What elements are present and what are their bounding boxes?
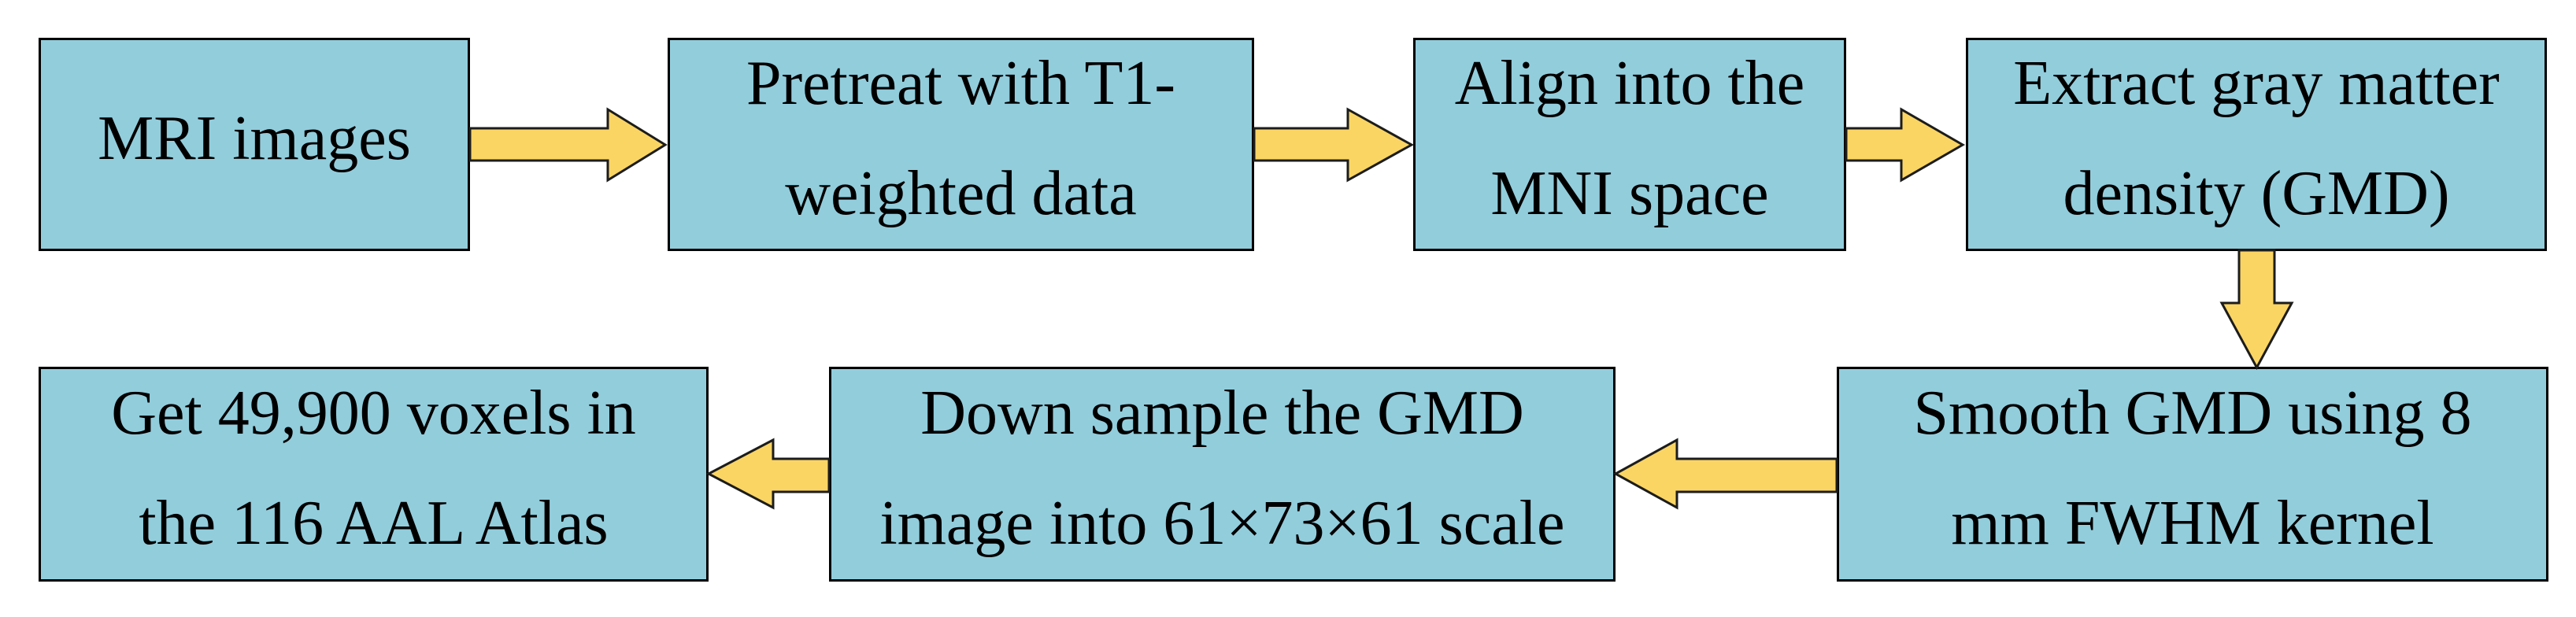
arrow-right-shape (1845, 107, 1966, 183)
arrow-right-icon (1253, 107, 1415, 183)
arrow-right-icon (468, 107, 668, 183)
flow-step-align-mni: Align into the MNI space (1413, 38, 1846, 251)
arrow-left-icon (705, 438, 831, 510)
step-label-line2: image into 61×73×61 scale (879, 488, 1565, 558)
flow-step-extract-gmd: Extract gray matter density (GMD) (1966, 38, 2547, 251)
arrow-left-shape (1612, 438, 1838, 510)
arrow-right-icon (1845, 107, 1966, 183)
flow-step-pretreat: Pretreat with T1- weighted data (668, 38, 1254, 251)
step-label-line1: Smooth GMD using 8 (1913, 378, 2472, 448)
flow-step-smooth-gmd: Smooth GMD using 8 mm FWHM kernel (1837, 367, 2548, 582)
step-label-line1: Extract gray matter (2013, 48, 2500, 118)
step-label-line1: Pretreat with T1- (746, 48, 1176, 118)
flow-step-mri-images: MRI images (39, 38, 470, 251)
arrow-left-icon (1612, 438, 1838, 510)
step-label-line2: density (GMD) (2063, 158, 2450, 228)
step-label-line1: Get 49,900 voxels in (111, 378, 636, 448)
step-label: MRI images (98, 103, 411, 173)
flow-step-aal-voxels: Get 49,900 voxels in the 116 AAL Atlas (39, 367, 709, 582)
arrow-down-shape (2219, 249, 2294, 371)
arrow-right-shape (1253, 107, 1415, 183)
arrow-left-shape (705, 438, 831, 510)
step-label-line2: weighted data (785, 158, 1137, 228)
flow-step-downsample: Down sample the GMD image into 61×73×61 … (829, 367, 1616, 582)
step-label-line2: the 116 AAL Atlas (139, 488, 609, 558)
arrow-down-icon (2219, 249, 2294, 371)
step-label-line2: MNI space (1490, 158, 1769, 228)
step-label-line1: Down sample the GMD (920, 378, 1524, 448)
arrow-right-shape (468, 107, 668, 183)
step-label-line2: mm FWHM kernel (1951, 488, 2434, 558)
step-label-line1: Align into the (1454, 48, 1805, 118)
